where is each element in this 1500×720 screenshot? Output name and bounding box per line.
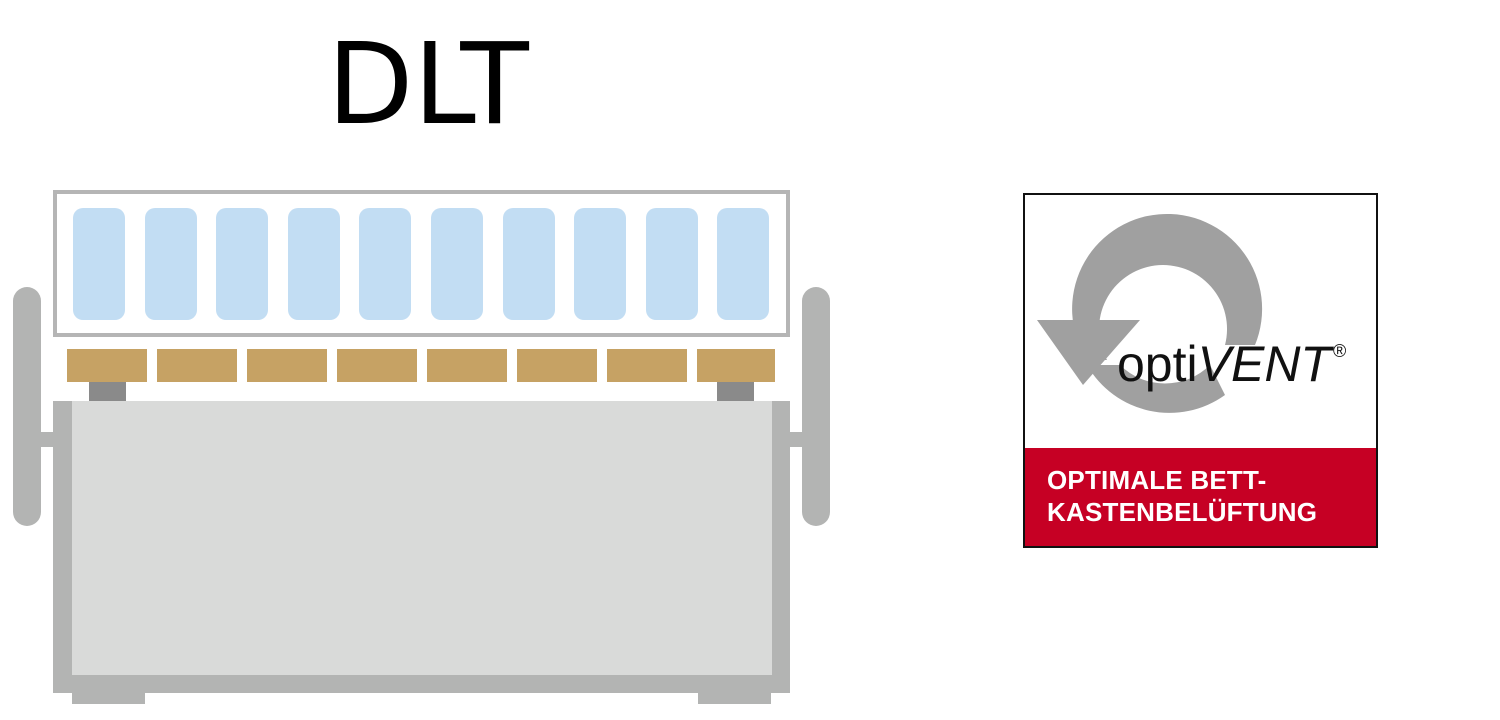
- optivent-logo: optiVENT® OPTIMALE BETT- KASTENBELÜFTUNG: [1023, 193, 1378, 548]
- slat: [517, 349, 597, 382]
- mattress-cell: [359, 208, 412, 320]
- left-foot: [72, 693, 145, 704]
- left-connector: [41, 432, 54, 447]
- circular-arrow-icon: [1037, 213, 1263, 413]
- mattress-cell: [717, 208, 770, 320]
- right-post: [802, 287, 830, 526]
- mattress-cell: [216, 208, 269, 320]
- brand-suffix: VENT: [1197, 336, 1331, 392]
- slat: [697, 349, 775, 382]
- mattress-cell: [431, 208, 483, 320]
- right-support: [717, 382, 754, 401]
- left-post: [13, 287, 41, 526]
- mattress-cell: [144, 208, 197, 320]
- mattress-cell: [73, 208, 125, 320]
- slat: [247, 349, 327, 382]
- mattress-cell: [645, 208, 698, 320]
- slat: [157, 349, 237, 382]
- mattress-cell: [502, 208, 555, 320]
- registered-mark: ®: [1332, 341, 1347, 361]
- slat: [427, 349, 507, 382]
- left-support: [89, 382, 126, 401]
- mattress-cell: [287, 208, 340, 320]
- brand-prefix: opti: [1117, 336, 1198, 392]
- slat: [337, 349, 417, 382]
- slat: [67, 349, 147, 382]
- slat: [607, 349, 687, 382]
- diagram-title: DLT: [327, 20, 529, 150]
- mattress-cell: [574, 208, 627, 320]
- logo-caption-band: OPTIMALE BETT- KASTENBELÜFTUNG: [1025, 448, 1376, 546]
- right-connector: [790, 432, 803, 447]
- right-foot: [698, 693, 771, 704]
- mattress: [53, 190, 790, 337]
- caption-line-2: KASTENBELÜFTUNG: [1047, 497, 1318, 527]
- caption-line-1: OPTIMALE BETT-: [1047, 465, 1267, 495]
- bed-box-storage: [72, 401, 772, 675]
- optivent-wordmark: optiVENT®: [1117, 335, 1346, 393]
